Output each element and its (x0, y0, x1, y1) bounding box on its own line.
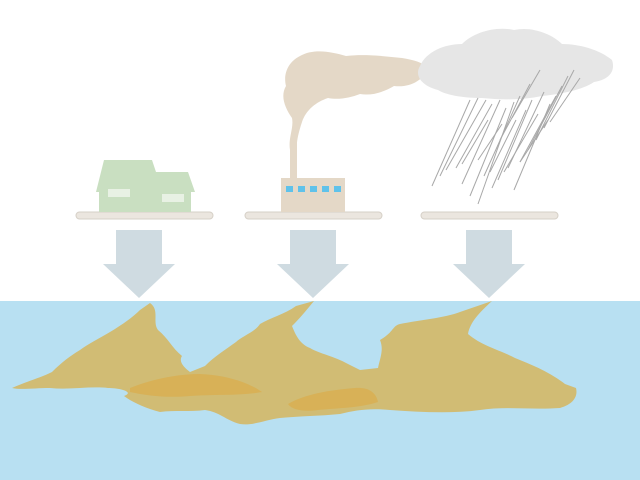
rain-streak (455, 103, 493, 169)
rain-streak (499, 83, 531, 141)
rain-streak (439, 97, 479, 177)
smoke-plume (283, 51, 428, 151)
rain-streak (461, 99, 501, 185)
rain-streak (503, 113, 539, 173)
cloud-shape (418, 28, 614, 100)
rain-streak (491, 109, 527, 189)
rain-streak (519, 95, 557, 163)
rain-streak (461, 119, 489, 165)
pollution-concentration (288, 387, 378, 411)
factory-building (281, 178, 345, 212)
house-roof (96, 160, 195, 192)
rain-streak (511, 69, 541, 119)
rain-streak (527, 85, 563, 151)
pollution-plume (12, 301, 577, 425)
rain-streak (519, 119, 549, 163)
rain-streak (549, 77, 581, 123)
rain-streak (489, 119, 517, 173)
house-icon (96, 160, 195, 212)
down-arrow-icon (103, 230, 175, 298)
ground-platform (244, 211, 383, 220)
down-arrow-icon (277, 230, 349, 298)
factory-icon (281, 51, 428, 212)
rain-streak (469, 107, 507, 197)
ground-platform (75, 211, 214, 220)
pollution-concentration (130, 374, 262, 397)
factory-window (322, 186, 329, 192)
rain-streaks (431, 69, 581, 205)
factory-window (310, 186, 317, 192)
rain-streak (431, 99, 471, 187)
rain-cloud-icon (418, 28, 614, 205)
factory-window (298, 186, 305, 192)
rain-streak (445, 99, 487, 171)
factory-window (286, 186, 293, 192)
factory-window (334, 186, 341, 192)
rain-streak (543, 69, 575, 129)
rain-streak (507, 91, 545, 169)
down-arrow-icon (453, 230, 525, 298)
flow-arrows (103, 230, 525, 298)
rain-streak (477, 101, 515, 205)
house-window (162, 194, 184, 202)
rain-streak (477, 123, 503, 161)
ground-platforms (75, 211, 559, 220)
ground-platform (420, 211, 559, 220)
house-window (108, 189, 130, 197)
rain-streak (497, 99, 533, 181)
factory-chimney (290, 142, 297, 180)
